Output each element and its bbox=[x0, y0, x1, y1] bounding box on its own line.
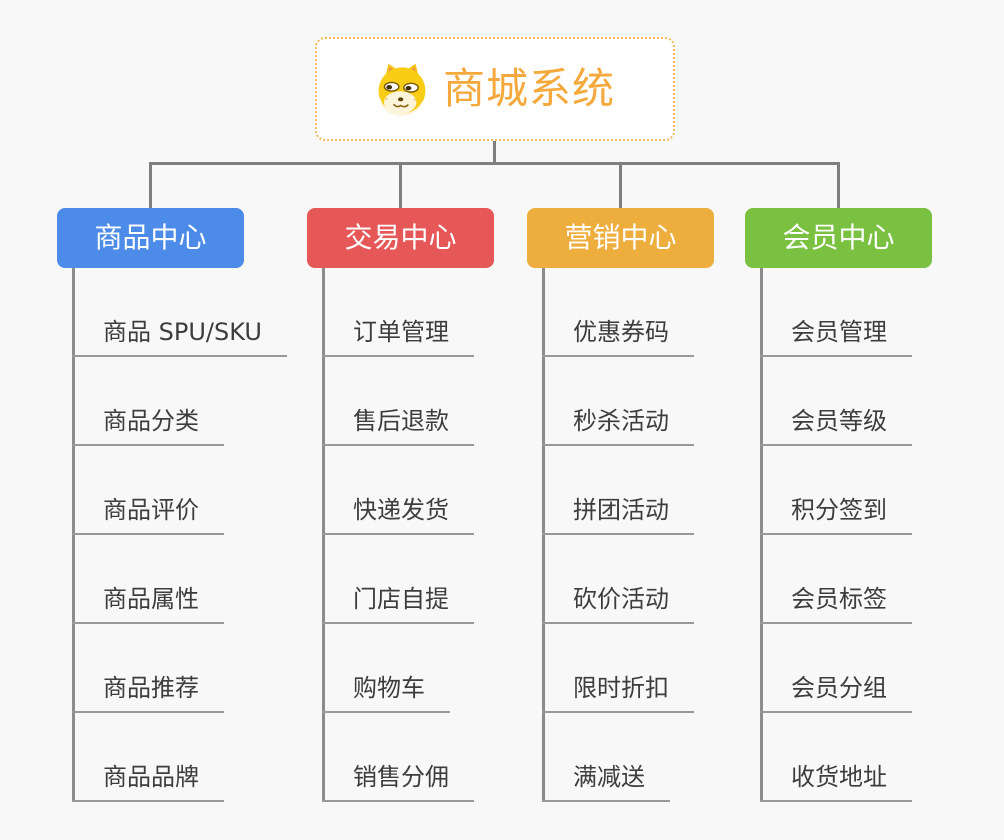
leaf-node[interactable]: 销售分佣 bbox=[322, 762, 474, 802]
connector-horizontal-bar bbox=[149, 162, 840, 165]
leaf-list-marketing: 优惠券码 秒杀活动 拼团活动 砍价活动 限时折扣 满减送 bbox=[542, 317, 714, 802]
branch-trunk bbox=[322, 268, 325, 802]
branch-box-marketing-center[interactable]: 营销中心 bbox=[527, 208, 714, 268]
branch-member-center: 会员中心 会员管理 会员等级 积分签到 会员标签 会员分组 收货地址 bbox=[745, 208, 932, 802]
branch-box-member-center[interactable]: 会员中心 bbox=[745, 208, 932, 268]
connector-drop-product bbox=[149, 162, 152, 209]
leaf-list-member: 会员管理 会员等级 积分签到 会员标签 会员分组 收货地址 bbox=[760, 317, 932, 802]
branch-trunk bbox=[542, 268, 545, 802]
leaf-node[interactable]: 商品 SPU/SKU bbox=[72, 317, 287, 357]
leaf-node[interactable]: 会员分组 bbox=[760, 673, 912, 713]
leaf-node[interactable]: 售后退款 bbox=[322, 406, 474, 446]
leaf-node[interactable]: 商品属性 bbox=[72, 584, 224, 624]
doge-icon bbox=[378, 63, 426, 116]
root-title: 商城系统 bbox=[442, 64, 615, 113]
connector-drop-trade bbox=[399, 162, 402, 209]
leaf-list-trade: 订单管理 售后退款 快递发货 门店自提 购物车 销售分佣 bbox=[322, 317, 494, 802]
leaf-list-product: 商品 SPU/SKU 商品分类 商品评价 商品属性 商品推荐 商品品牌 bbox=[72, 317, 287, 802]
leaf-node[interactable]: 门店自提 bbox=[322, 584, 474, 624]
branch-trunk bbox=[72, 268, 75, 802]
connector-drop-marketing bbox=[619, 162, 622, 209]
leaf-node[interactable]: 限时折扣 bbox=[542, 673, 694, 713]
leaf-node[interactable]: 优惠券码 bbox=[542, 317, 694, 357]
leaf-node[interactable]: 秒杀活动 bbox=[542, 406, 694, 446]
leaf-node[interactable]: 拼团活动 bbox=[542, 495, 694, 535]
leaf-node[interactable]: 会员管理 bbox=[760, 317, 912, 357]
leaf-node[interactable]: 会员标签 bbox=[760, 584, 912, 624]
connector-drop-member bbox=[837, 162, 840, 209]
connector-root-drop bbox=[493, 141, 496, 163]
leaf-node[interactable]: 商品评价 bbox=[72, 495, 224, 535]
branch-marketing-center: 营销中心 优惠券码 秒杀活动 拼团活动 砍价活动 限时折扣 满减送 bbox=[527, 208, 714, 802]
branch-box-product-center[interactable]: 商品中心 bbox=[57, 208, 244, 268]
leaf-node[interactable]: 会员等级 bbox=[760, 406, 912, 446]
leaf-node[interactable]: 砍价活动 bbox=[542, 584, 694, 624]
branch-product-center: 商品中心 商品 SPU/SKU 商品分类 商品评价 商品属性 商品推荐 商品品牌 bbox=[57, 208, 287, 802]
leaf-node[interactable]: 商品推荐 bbox=[72, 673, 224, 713]
leaf-node[interactable]: 积分签到 bbox=[760, 495, 912, 535]
leaf-node[interactable]: 满减送 bbox=[542, 762, 670, 802]
branch-trade-center: 交易中心 订单管理 售后退款 快递发货 门店自提 购物车 销售分佣 bbox=[307, 208, 494, 802]
branch-trunk bbox=[760, 268, 763, 802]
root-node[interactable]: 商城系统 bbox=[315, 37, 675, 141]
leaf-node[interactable]: 收货地址 bbox=[760, 762, 912, 802]
branch-box-trade-center[interactable]: 交易中心 bbox=[307, 208, 494, 268]
leaf-node[interactable]: 商品分类 bbox=[72, 406, 224, 446]
leaf-node[interactable]: 订单管理 bbox=[322, 317, 474, 357]
leaf-node[interactable]: 快递发货 bbox=[322, 495, 474, 535]
leaf-node[interactable]: 商品品牌 bbox=[72, 762, 224, 802]
leaf-node[interactable]: 购物车 bbox=[322, 673, 450, 713]
